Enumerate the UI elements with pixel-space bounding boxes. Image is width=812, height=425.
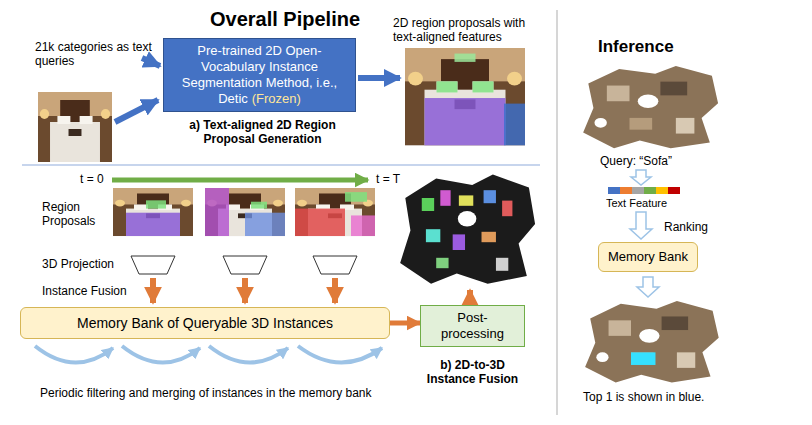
pillow-mask (437, 81, 458, 92)
box-text: Post-processing (441, 310, 504, 341)
note: Periodic filtering and merging of instan… (40, 386, 410, 400)
picture-mask (345, 192, 367, 202)
scene-scan (583, 66, 718, 148)
section-title: Inference (598, 36, 718, 57)
map-hole (458, 211, 477, 227)
instance-patch (426, 229, 440, 242)
pillow-mask (146, 200, 166, 208)
text-wrap: Memory Bank (608, 249, 688, 265)
projection-frustum (313, 256, 357, 274)
bed-mask (425, 98, 506, 145)
instance-patch (436, 258, 448, 268)
instance-patch (422, 198, 434, 211)
frame-photo (113, 188, 193, 236)
cycle-arrow (35, 346, 113, 363)
memory-bank-box: Memory Bank (598, 242, 698, 272)
row-label: Instance Fusion (42, 284, 142, 298)
result-scan (585, 301, 719, 382)
projection-frustum (223, 256, 267, 274)
room-photo (205, 188, 285, 236)
instance-map (400, 175, 535, 284)
box-text: Memory Bank of Queryable 3D Instances (77, 315, 333, 331)
scene-scan (585, 301, 719, 382)
process-box: Post-processing (420, 305, 525, 347)
instance-patch (502, 201, 512, 217)
cycle-arrow (209, 346, 288, 363)
section-caption: b) 2D-to-3D Instance Fusion (415, 358, 530, 386)
box-text: Memory Bank (608, 249, 688, 264)
model-box: Pre-trained 2D Open-Vocabulary Instance … (163, 38, 356, 112)
fusion-arrow (242, 278, 248, 303)
down-arrow (630, 212, 652, 239)
instance-patch (496, 258, 508, 271)
sofa-mask (295, 209, 345, 236)
curtain-mask (205, 188, 229, 236)
feature-cell (632, 187, 644, 194)
input-arrow (115, 100, 158, 122)
instance-patch (459, 195, 473, 205)
top1-highlight (631, 352, 655, 365)
table-mask (504, 104, 525, 146)
text-wrap: Pre-trained 2D Open-Vocabulary Instance … (170, 43, 349, 107)
down-arrow (631, 170, 651, 185)
caption: Ranking (664, 220, 734, 234)
output-arrow (358, 75, 400, 81)
room-photo (405, 48, 525, 145)
fusion-arrow (150, 278, 156, 303)
caption: 2D region proposals with text-aligned fe… (393, 16, 543, 44)
caption: 21k categories as text queries (35, 40, 155, 68)
row-label: 3D Projection (42, 257, 128, 271)
room-photo (295, 188, 375, 236)
feature-cell (668, 187, 680, 194)
output-arrow (467, 290, 473, 304)
flow-arrow (390, 321, 420, 326)
text-wrap: Memory Bank of Queryable 3D Instances (77, 315, 333, 332)
pillow-mask (251, 202, 267, 209)
separator-line (22, 164, 540, 166)
pillow-mask (473, 81, 494, 92)
section-caption: a) Text-aligned 2D Region Proposal Gener… (170, 118, 355, 146)
feature-cell (608, 187, 620, 194)
feature-cell (644, 187, 656, 194)
divider-line (556, 10, 558, 415)
note: Top 1 is shown in blue. (583, 390, 753, 404)
title: Overall Pipeline (180, 7, 390, 31)
query-label: Query: “Sofa” (600, 154, 710, 168)
instance-patch (482, 232, 496, 242)
input-photo (38, 92, 112, 162)
cycle-arrow (122, 346, 200, 363)
bed-mask (245, 213, 285, 236)
instance-patch (484, 190, 496, 203)
projection-frustum (131, 256, 175, 274)
instance-patch (453, 234, 465, 250)
bed-mask (126, 213, 180, 236)
frame-mask (455, 54, 476, 62)
input-arrow (142, 58, 160, 66)
chair-mask (351, 215, 375, 236)
feature-cell (620, 187, 632, 194)
time-label: t = T (376, 172, 416, 186)
text-wrap: Post-processing (427, 310, 518, 342)
frame-photo (205, 188, 285, 236)
fusion-arrow (332, 278, 338, 303)
room-photo (113, 188, 193, 236)
row-label: Region Proposals (42, 200, 107, 228)
down-arrow (637, 277, 659, 297)
map-floor (400, 175, 535, 284)
box-note: (Frozen) (252, 91, 301, 106)
memory-bank-box: Memory Bank of Queryable 3D Instances (20, 307, 390, 339)
instance-patch (440, 190, 450, 206)
time-label: t = 0 (80, 172, 120, 186)
timeline-arrow (112, 178, 368, 183)
frame-photo (295, 188, 375, 236)
feature-cell (656, 187, 668, 194)
cycle-arrow (298, 346, 382, 363)
caption: Text Feature (606, 196, 696, 211)
proposal-photo (405, 48, 525, 145)
